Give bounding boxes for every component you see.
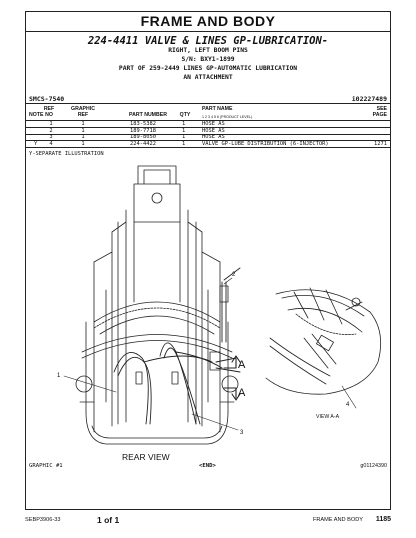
part-of-line: PART OF 259-2449 LINES GP-AUTOMATIC LUBR… — [118, 65, 298, 72]
footer-section: FRAME AND BODY — [312, 517, 363, 523]
cell-part-name: HOSE AS — [202, 134, 225, 140]
section-arrows — [223, 355, 241, 401]
header-text: GRAPHIC — [71, 106, 95, 112]
fittings — [135, 285, 229, 385]
lower-frame — [75, 375, 239, 445]
view-aa-label: VIEW A-A — [316, 414, 340, 420]
section-label-a-bottom: A — [238, 387, 246, 399]
section-title: FRAME AND BODY — [26, 12, 390, 32]
cell-part-number: 189-8050 — [130, 134, 156, 140]
cell-ref: 3 — [49, 134, 53, 140]
document-id: i02227489 — [351, 95, 387, 103]
rear-view-label: REAR VIEW — [122, 452, 170, 462]
graphic-id: g01124390 — [360, 463, 387, 469]
table-bottom-rule — [26, 147, 390, 148]
callout-2: 2 — [232, 272, 236, 278]
parts-illustration: 1 2 3 4 A A REAR VIEW VIEW A-A — [57, 165, 382, 462]
boom-structure — [85, 165, 229, 433]
section-label-a-top: A — [238, 359, 246, 371]
row-rule — [26, 140, 390, 141]
end-marker: <END> — [199, 463, 216, 469]
footer-doc-code: SEBP3906-33 — [25, 517, 61, 523]
cell-part-number: 189-7718 — [130, 127, 156, 134]
header-text: PAGE — [372, 111, 387, 118]
attachment-line: AN ATTACHMENT — [183, 74, 233, 81]
row-rule — [26, 127, 390, 128]
header-text: REF — [43, 106, 55, 112]
cell-graphic: 1 — [81, 140, 85, 147]
graphic-label: GRAPHIC #1 — [29, 463, 63, 469]
cell-graphic: 1 — [81, 134, 85, 140]
page-footer: SEBP3906-33 1 of 1 FRAME AND BODY 1185 — [25, 515, 391, 528]
col-ref-no-head: REF NO — [40, 106, 58, 118]
part-title: 224-4411 VALVE & LINES GP-LUBRICATION- — [26, 36, 390, 47]
header-text: REF — [77, 111, 89, 118]
footer-page-number: 1185 — [375, 516, 391, 523]
footer-page-of: 1 of 1 — [97, 515, 120, 525]
cell-qty: 1 — [182, 140, 186, 147]
callout-1: 1 — [57, 373, 61, 379]
separate-illustration-note: Y-SEPARATE ILLUSTRATION — [29, 151, 104, 157]
col-graphic-ref-head: GRAPHIC REF — [68, 106, 98, 118]
view-aa-detail — [265, 287, 382, 395]
cell-part-number: 224-4422 — [130, 140, 156, 147]
cell-graphic: 1 — [81, 121, 85, 127]
cell-qty: 1 — [182, 134, 186, 140]
col-qty-head: QTY — [179, 112, 191, 118]
cell-ref: 4 — [49, 140, 53, 147]
smcs-code: SMCS-7540 — [29, 95, 65, 103]
cell-ref: 1 — [49, 121, 53, 127]
page-frame: FRAME AND BODY 224-4411 VALVE & LINES GP… — [25, 11, 391, 510]
table-top-rule — [26, 103, 390, 104]
cross-member — [81, 301, 233, 359]
cell-qty: 1 — [182, 127, 186, 134]
part-name-heading: VALVE & LINES GP-LUBRICATION- — [144, 35, 329, 47]
cell-part-number: 183-5382 — [130, 121, 156, 127]
header-text: SEE — [376, 106, 387, 112]
callout-3: 3 — [240, 430, 244, 436]
table-row: 2 1 189-7718 1 HOSE AS — [26, 128, 390, 134]
hose-lines — [113, 267, 241, 425]
row-rule — [26, 133, 390, 135]
cell-ref: 2 — [49, 127, 53, 134]
cell-part-name: VALVE GP-LUBE DISTRIBUTION (6-INJECTOR) — [202, 140, 329, 147]
product-level-head: 1 2 3 4 5 6 (PRODUCT LEVEL) — [202, 115, 253, 119]
part-name-line2: RIGHT, LEFT BOOM PINS — [168, 47, 248, 54]
col-note-head: NOTE — [29, 112, 44, 118]
col-part-number-head: PART NUMBER — [129, 112, 167, 118]
table-header-rule — [26, 120, 390, 121]
table-row: 1 1 183-5382 1 HOSE AS — [26, 121, 390, 127]
table-row: Y 4 1 224-4422 1 VALVE GP-LUBE DISTRIBUT… — [26, 141, 390, 147]
callout-4: 4 — [346, 402, 350, 408]
cell-page: 1271 — [374, 140, 387, 147]
cell-qty: 1 — [182, 121, 186, 127]
serial-range: S/N: BXY1-1899 — [181, 56, 235, 63]
col-part-name-head: PART NAME — [202, 106, 233, 112]
cell-note: Y — [34, 140, 38, 147]
col-see-page-head: SEE PAGE — [367, 106, 387, 118]
table-row: 3 1 189-8050 1 HOSE AS — [26, 134, 390, 140]
header-text: NO — [45, 111, 53, 118]
cell-part-name: HOSE AS — [202, 127, 225, 134]
part-number-heading: 224-4411 — [87, 35, 139, 47]
cell-graphic: 1 — [81, 127, 85, 134]
cell-part-name: HOSE AS — [202, 121, 225, 127]
